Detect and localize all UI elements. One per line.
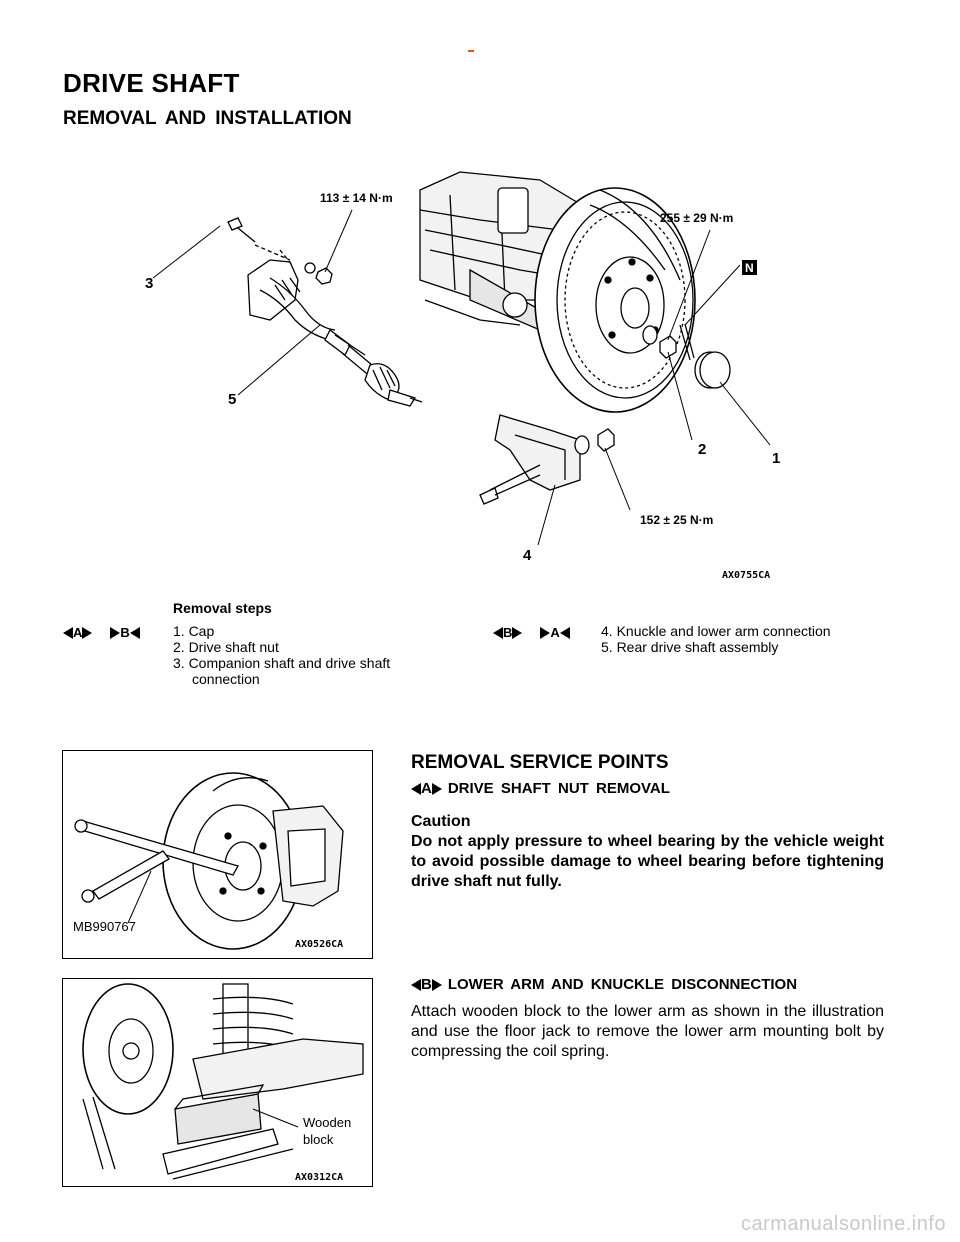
removal-step-5: 5. Rear drive shaft assembly — [601, 639, 779, 655]
brake-disc-illustration — [534, 187, 696, 413]
mark-b: B — [120, 625, 130, 640]
triangle-right-icon — [540, 626, 551, 639]
watermark: carmanualsonline.info — [740, 1213, 946, 1235]
triangle-right-icon — [82, 626, 93, 639]
service-point-marks-left: A B — [63, 625, 140, 640]
removal-step-2: 2. Drive shaft nut — [173, 639, 279, 655]
point-b-title: LOWER ARM AND KNUCKLE DISCONNECTION — [447, 976, 798, 993]
removal-step-4: 4. Knuckle and lower arm connection — [601, 623, 831, 639]
point-b-heading: B LOWER ARM AND KNUCKLE DISCONNECTION — [411, 976, 797, 993]
wooden-block-label-line2: block — [303, 1132, 334, 1147]
callout-1: 1 — [772, 450, 780, 467]
drive-shaft-diagram: 113 ± 14 N·m 255 ± 29 N·m 152 ± 25 N·m 1… — [145, 171, 780, 581]
triangle-left-icon — [411, 978, 421, 991]
tool-illustration: MB990767 AX0526CA — [73, 772, 344, 950]
caution-label: Caution — [411, 813, 471, 830]
page-top-mark — [468, 50, 474, 52]
point-a-title: DRIVE SHAFT NUT REMOVAL — [447, 780, 670, 797]
callout-5: 5 — [228, 391, 236, 408]
callout-4: 4 — [523, 547, 532, 564]
callout-3: 3 — [145, 275, 153, 292]
triangle-right-icon — [110, 626, 121, 639]
mark-a: A — [73, 625, 83, 640]
removal-step-3-cont: connection — [192, 671, 260, 687]
tool-label: MB990767 — [73, 919, 136, 934]
wooden-block-label-line1: Wooden — [303, 1115, 351, 1130]
drive-shaft-nut-and-cap — [642, 323, 731, 389]
removal-steps-right-list: 4. Knuckle and lower arm connection 5. R… — [601, 623, 831, 655]
mark-b: B — [421, 976, 432, 993]
removal-steps-heading: Removal steps — [173, 600, 272, 616]
triangle-left-icon — [559, 626, 570, 639]
drive-shaft-illustration — [247, 259, 423, 407]
removal-steps-left-list: 1. Cap 2. Drive shaft nut 3. Companion s… — [173, 623, 390, 687]
page-subtitle: REMOVAL AND INSTALLATION — [63, 108, 352, 129]
mark-b: B — [503, 625, 513, 640]
page-title: DRIVE SHAFT — [63, 68, 240, 98]
new-part-mark: N — [745, 261, 754, 275]
triangle-left-icon — [411, 782, 421, 795]
companion-bolts — [227, 217, 333, 285]
removal-step-3: 3. Companion shaft and drive shaft — [173, 655, 391, 671]
caution-text: Do not apply pressure to wheel bearing b… — [411, 833, 884, 890]
removal-step-1: 1. Cap — [173, 623, 215, 639]
triangle-left-icon — [63, 626, 73, 639]
figure-code: AX0755CA — [722, 570, 770, 581]
torque-label-drive-shaft-nut: 255 ± 29 N·m — [660, 211, 733, 225]
wooden-block-illustration: Wooden block AX0312CA — [82, 983, 364, 1183]
lower-arm-bracket-illustration — [479, 414, 615, 505]
triangle-right-icon — [431, 782, 442, 795]
triangle-left-icon — [129, 626, 140, 639]
figure-drive-shaft-nut-tool: MB990767 AX0526CA — [62, 750, 373, 959]
torque-label-knuckle: 152 ± 25 N·m — [640, 513, 713, 527]
torque-label-companion: 113 ± 14 N·m — [320, 191, 393, 205]
point-a-heading: A DRIVE SHAFT NUT REMOVAL — [411, 780, 670, 797]
new-part-mark-box — [742, 260, 757, 275]
point-b-text: Attach wooden block to the lower arm as … — [411, 1003, 884, 1060]
callout-2: 2 — [698, 441, 706, 458]
mark-a: A — [421, 780, 432, 797]
triangle-left-icon — [493, 626, 503, 639]
figure-code: AX0526CA — [295, 939, 343, 950]
mark-a: A — [550, 625, 560, 640]
figure-code: AX0312CA — [295, 1172, 343, 1183]
leader-lines — [152, 209, 771, 546]
removal-service-points-heading: REMOVAL SERVICE POINTS — [411, 752, 669, 773]
triangle-right-icon — [512, 626, 523, 639]
triangle-right-icon — [431, 978, 442, 991]
figure-wooden-block: Wooden block AX0312CA — [62, 978, 373, 1187]
service-point-marks-right: B A — [493, 625, 570, 640]
